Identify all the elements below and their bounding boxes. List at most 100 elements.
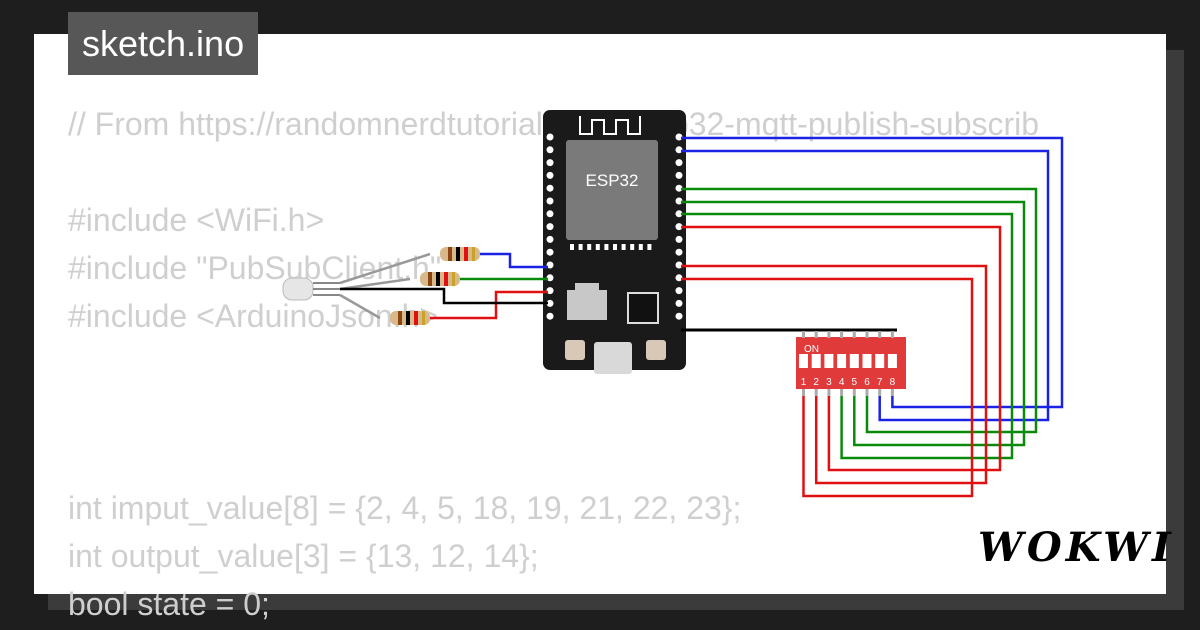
esp32-shield <box>566 140 658 240</box>
pin <box>546 274 554 282</box>
pin <box>546 223 554 231</box>
dip-pin <box>840 331 844 338</box>
card-shadow-bottom <box>48 594 1184 610</box>
rgb-led <box>282 277 340 301</box>
pin <box>546 248 554 256</box>
wire <box>681 225 1002 472</box>
code-line: #include "PubSubClient.h" <box>68 250 442 286</box>
shield-pad <box>638 244 643 250</box>
pin <box>546 261 554 269</box>
en-button[interactable] <box>565 340 585 360</box>
dip-pin <box>802 389 805 396</box>
dip-pin <box>827 331 831 338</box>
dip-key[interactable] <box>837 354 847 368</box>
pin <box>675 159 683 167</box>
dip-key-number: 3 <box>826 377 832 388</box>
wire <box>681 200 1026 447</box>
dip-key-number: 8 <box>890 377 896 388</box>
shield-pad <box>578 244 583 250</box>
wire <box>681 136 1064 409</box>
dip-key-number: 6 <box>864 377 870 388</box>
pin <box>675 146 683 154</box>
pin <box>675 210 683 218</box>
dip-pin <box>890 389 894 396</box>
code-line: int imput_value[8] = {2, 4, 5, 18, 19, 2… <box>68 490 742 526</box>
dip-pin <box>865 331 869 338</box>
dip-key[interactable] <box>824 354 834 368</box>
dip-key[interactable] <box>862 354 872 368</box>
dip-pin <box>802 331 805 338</box>
code-line: #include <ArduinoJson.h> <box>68 298 439 334</box>
pin <box>675 248 683 256</box>
pin <box>546 159 554 167</box>
dip-pin <box>852 331 856 338</box>
dip-key-number: 4 <box>839 377 845 388</box>
pin <box>675 235 683 243</box>
pin <box>546 197 554 205</box>
wire <box>681 277 974 498</box>
wokwi-logo: WOKWI <box>978 524 1175 571</box>
wire <box>681 187 1038 434</box>
dip-key[interactable] <box>799 354 808 368</box>
resistor <box>420 272 460 286</box>
pin <box>675 133 683 141</box>
wire <box>681 149 1050 422</box>
led-wires <box>339 252 548 320</box>
esp32-board: ESP32 <box>543 110 686 374</box>
boot-button[interactable] <box>646 340 666 360</box>
code-line: bool state = 0; <box>68 586 270 622</box>
shield-pad <box>613 244 617 250</box>
page-title: sketch.ino <box>68 12 259 75</box>
dip-pin <box>878 389 882 396</box>
pin <box>675 184 683 192</box>
shield-pad <box>630 244 635 250</box>
pin <box>675 312 683 320</box>
shield-pad <box>604 244 609 250</box>
pin <box>675 197 683 205</box>
pin <box>675 299 683 307</box>
pin <box>675 287 683 295</box>
pin <box>546 146 554 154</box>
usb-port <box>594 342 632 374</box>
pin <box>675 261 683 269</box>
pin <box>546 133 554 141</box>
dip-pin <box>814 331 818 338</box>
wire <box>681 212 1014 460</box>
dip-key-number: 5 <box>852 377 858 388</box>
dip-key[interactable] <box>887 354 897 368</box>
shield-pad <box>647 244 652 250</box>
resistor <box>440 247 480 261</box>
pin <box>546 184 554 192</box>
shield-pad <box>570 244 574 250</box>
dip-pin <box>865 389 869 396</box>
shield-pad <box>587 244 592 250</box>
pin <box>675 274 683 282</box>
dip-key[interactable] <box>811 354 821 368</box>
shield-pad <box>621 244 626 250</box>
shield-pad <box>595 244 600 250</box>
card-shadow-right <box>1166 50 1184 610</box>
dip-pin <box>814 389 818 396</box>
dip-on-label: ON <box>804 344 819 355</box>
usb-uart-chip <box>627 292 659 324</box>
regulator <box>567 290 607 320</box>
resistor <box>390 311 430 325</box>
dip-pin <box>878 331 882 338</box>
dip-key[interactable] <box>875 354 885 368</box>
code-line: int output_value[3] = {13, 12, 14}; <box>68 538 539 574</box>
dip-pin <box>890 331 894 338</box>
pin <box>546 299 554 307</box>
dip-key-number: 1 <box>801 377 807 388</box>
pin <box>546 171 554 179</box>
pin <box>546 287 554 295</box>
dip-pin <box>840 389 844 396</box>
pin <box>546 210 554 218</box>
code-line: #include <WiFi.h> <box>68 202 325 238</box>
pin <box>675 171 683 179</box>
pin <box>546 235 554 243</box>
dip-pin <box>852 389 856 396</box>
dip-key[interactable] <box>849 354 859 368</box>
dip-pin <box>827 389 831 396</box>
